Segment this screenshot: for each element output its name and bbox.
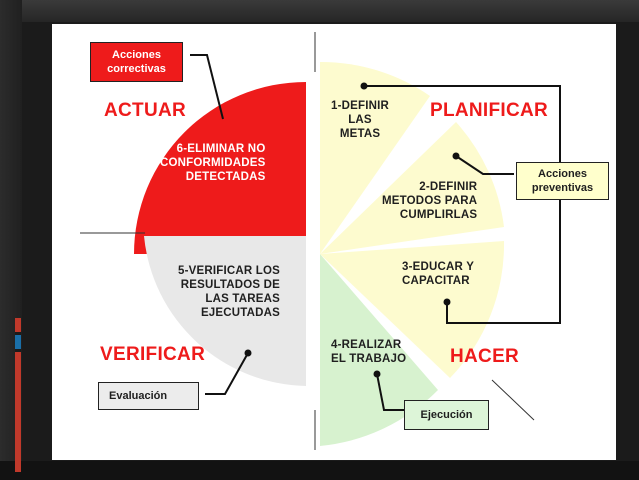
slide: Acciones correctivas Acciones preventiva… [52, 24, 616, 460]
callout-acciones-correctivas: Acciones correctivas [90, 42, 183, 82]
quadrant-title-planificar: PLANIFICAR [430, 100, 549, 121]
side-accent-icon [15, 318, 21, 472]
segment-actuar [134, 82, 306, 254]
window-top-bar [0, 0, 639, 22]
segment-definir-metas [320, 61, 430, 254]
step-label-1: 1-DEFINIR LAS METAS [331, 100, 390, 140]
segment-verificar [144, 236, 306, 386]
connector-lines [190, 54, 561, 411]
pdca-diagram [80, 32, 561, 450]
quadrant-title-actuar: ACTUAR [104, 100, 187, 121]
connector-dots [244, 82, 460, 378]
callout-ejecucion: Ejecución [404, 400, 489, 430]
step-label-3: 3-EDUCAR Y CAPACITAR [402, 261, 475, 287]
quadrant-title-hacer: HACER [450, 346, 520, 367]
callout-evaluacion: Evaluación [98, 382, 199, 410]
window-bottom-bar [0, 461, 639, 480]
quadrant-title-verificar: VERIFICAR [100, 344, 206, 365]
step-label-6: 6-ELIMINAR NO CONFORMIDADES DETECTADAS [160, 143, 266, 183]
step-label-4: 4-REALIZAR EL TRABAJO [331, 339, 407, 365]
step-label-2: 2-DEFINIR METODOS PARA CUMPLIRLAS [382, 181, 478, 221]
segment-realizar-trabajo [320, 254, 438, 446]
guide-lines [80, 32, 535, 450]
callout-acciones-preventivas: Acciones preventivas [516, 162, 609, 200]
step-label-5: 5-VERIFICAR LOS RESULTADOS DE LAS TAREAS… [178, 265, 281, 319]
segment-educar-capacitar [320, 241, 505, 378]
